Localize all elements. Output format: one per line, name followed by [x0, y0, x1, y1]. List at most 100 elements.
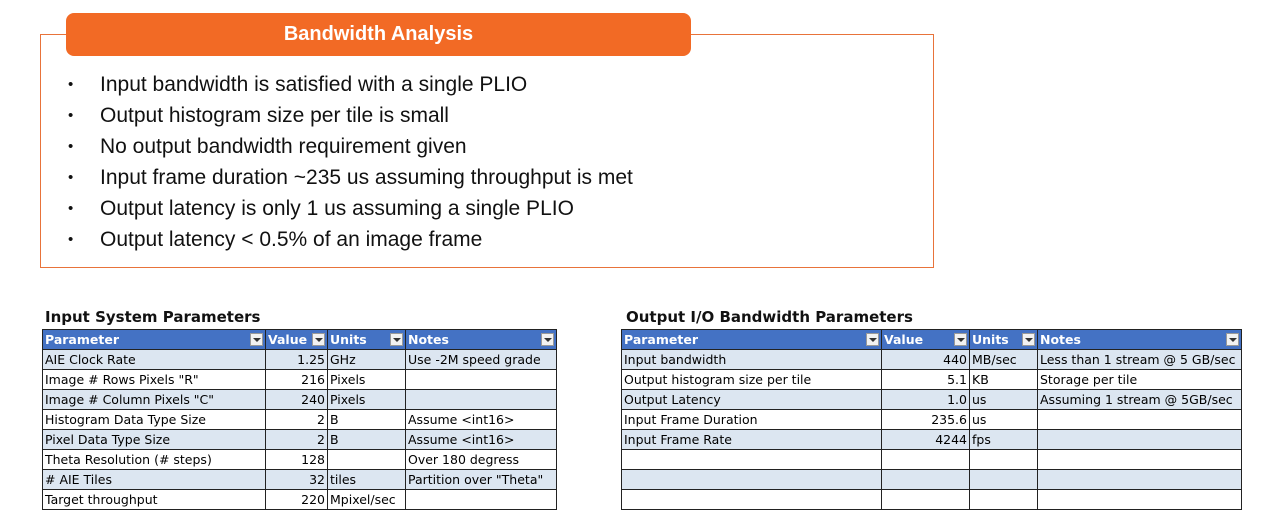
table-cell[interactable]: KB	[969, 369, 1038, 390]
table-cell[interactable]: Target throughput	[42, 489, 266, 510]
table-cell[interactable]: Pixels	[327, 389, 406, 410]
table-cell[interactable]	[621, 449, 882, 470]
filter-dropdown-icon[interactable]	[390, 333, 403, 346]
bullet-item: •Output latency < 0.5% of an image frame	[68, 224, 633, 255]
table-cell[interactable]: Input Frame Duration	[621, 409, 882, 430]
table-cell[interactable]: 1.25	[265, 349, 328, 370]
filter-dropdown-icon[interactable]	[866, 333, 879, 346]
table-cell[interactable]: tiles	[327, 469, 406, 490]
table-cell[interactable]: Input Frame Rate	[621, 429, 882, 450]
column-header-value[interactable]: Value	[881, 329, 970, 350]
filter-dropdown-icon[interactable]	[250, 333, 263, 346]
table-cell[interactable]	[881, 469, 970, 490]
table-cell[interactable]: 128	[265, 449, 328, 470]
table-cell[interactable]: 4244	[881, 429, 970, 450]
input-table-title: Input System Parameters	[45, 308, 261, 326]
table-cell[interactable]: Less than 1 stream @ 5 GB/sec	[1037, 349, 1242, 370]
table-row: Theta Resolution (# steps)128 Over 180 de…	[42, 449, 557, 470]
table-cell[interactable]	[969, 449, 1038, 470]
table-cell[interactable]: Partition over "Theta"	[405, 469, 557, 490]
bullet-icon: •	[68, 200, 74, 217]
table-cell[interactable]: Output Latency	[621, 389, 882, 410]
filter-dropdown-icon[interactable]	[954, 333, 967, 346]
table-cell[interactable]: Mpixel/sec	[327, 489, 406, 510]
table-cell[interactable]: Image # Column Pixels "C"	[42, 389, 266, 410]
bullet-item: •Input frame duration ~235 us assuming t…	[68, 162, 633, 193]
table-cell[interactable]: Pixels	[327, 369, 406, 390]
filter-dropdown-icon[interactable]	[312, 333, 325, 346]
table-row	[621, 489, 1242, 510]
table-cell[interactable]: B	[327, 429, 406, 450]
table-cell[interactable]: Histogram Data Type Size	[42, 409, 266, 430]
table-cell[interactable]: Image # Rows Pixels "R"	[42, 369, 266, 390]
filter-dropdown-icon[interactable]	[541, 333, 554, 346]
table-cell[interactable]	[327, 449, 406, 470]
table-cell[interactable]: Over 180 degress	[405, 449, 557, 470]
bullet-icon: •	[68, 107, 74, 124]
table-cell[interactable]	[881, 489, 970, 510]
column-header-parameter[interactable]: Parameter	[42, 329, 266, 350]
table-cell[interactable]: us	[969, 389, 1038, 410]
table-cell[interactable]: AIE Clock Rate	[42, 349, 266, 370]
column-header-parameter[interactable]: Parameter	[621, 329, 882, 350]
table-cell[interactable]: 2	[265, 429, 328, 450]
table-cell[interactable]: 2	[265, 409, 328, 430]
filter-dropdown-icon[interactable]	[1022, 333, 1035, 346]
table-cell[interactable]: Input bandwidth	[621, 349, 882, 370]
table-cell[interactable]: Use -2M speed grade	[405, 349, 557, 370]
table-cell[interactable]	[621, 489, 882, 510]
table-cell[interactable]: MB/sec	[969, 349, 1038, 370]
table-cell[interactable]: Output histogram size per tile	[621, 369, 882, 390]
table-cell[interactable]	[405, 489, 557, 510]
table-cell[interactable]	[405, 369, 557, 390]
table-cell[interactable]	[1037, 409, 1242, 430]
output-table-title: Output I/O Bandwidth Parameters	[626, 308, 913, 326]
column-header-units[interactable]: Units	[969, 329, 1038, 350]
table-row	[621, 469, 1242, 490]
table-cell[interactable]: fps	[969, 429, 1038, 450]
table-cell[interactable]: Storage per tile	[1037, 369, 1242, 390]
filter-dropdown-icon[interactable]	[1226, 333, 1239, 346]
table-cell[interactable]	[1037, 449, 1242, 470]
table-cell[interactable]: 235.6	[881, 409, 970, 430]
column-header-value[interactable]: Value	[265, 329, 328, 350]
table-cell[interactable]: Pixel Data Type Size	[42, 429, 266, 450]
table-cell[interactable]: 32	[265, 469, 328, 490]
table-cell[interactable]: us	[969, 409, 1038, 430]
table-cell[interactable]: Assume <int16>	[405, 409, 557, 430]
table-cell[interactable]: 1.0	[881, 389, 970, 410]
table-row	[621, 449, 1242, 470]
table-cell[interactable]	[969, 469, 1038, 490]
table-cell[interactable]	[621, 469, 882, 490]
column-header-notes[interactable]: Notes	[405, 329, 557, 350]
table-cell[interactable]	[1037, 469, 1242, 490]
table-cell[interactable]: # AIE Tiles	[42, 469, 266, 490]
table-cell[interactable]: GHz	[327, 349, 406, 370]
table-cell[interactable]: Assuming 1 stream @ 5GB/sec	[1037, 389, 1242, 410]
column-header-units[interactable]: Units	[327, 329, 406, 350]
table-cell[interactable]	[1037, 429, 1242, 450]
table-cell[interactable]	[1037, 489, 1242, 510]
table-cell[interactable]: 220	[265, 489, 328, 510]
table-cell[interactable]	[881, 449, 970, 470]
table-cell[interactable]: Assume <int16>	[405, 429, 557, 450]
table-cell[interactable]: Theta Resolution (# steps)	[42, 449, 266, 470]
table-cell[interactable]: 240	[265, 389, 328, 410]
table-cell[interactable]: 216	[265, 369, 328, 390]
table-cell[interactable]	[405, 389, 557, 410]
column-header-notes[interactable]: Notes	[1037, 329, 1242, 350]
table-cell[interactable]: B	[327, 409, 406, 430]
table-cell[interactable]: 5.1	[881, 369, 970, 390]
table-cell[interactable]	[969, 489, 1038, 510]
table-cell[interactable]: 440	[881, 349, 970, 370]
bullet-icon: •	[68, 76, 74, 93]
